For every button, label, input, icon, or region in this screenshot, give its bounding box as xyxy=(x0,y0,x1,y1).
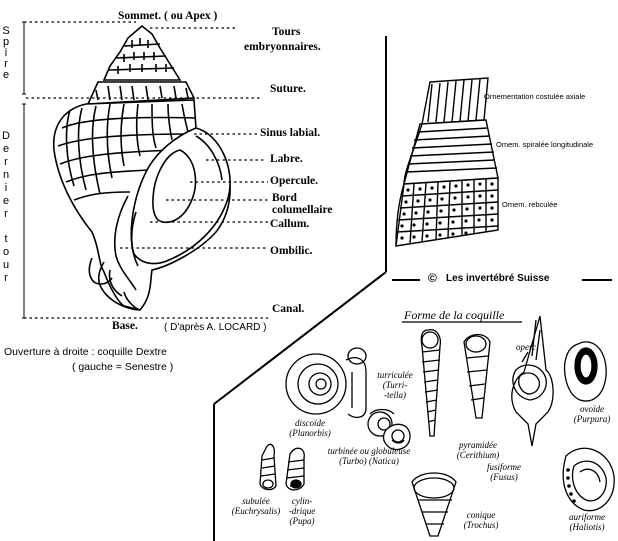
reticulate-ornament-label: Omem. rebculée xyxy=(502,200,558,209)
labial-sinus-label: Sinus labial. xyxy=(260,127,321,139)
columellar-edge-label-1: Bord xyxy=(272,192,297,204)
sinistral-note: ( gauche = Senestre ) xyxy=(72,361,174,373)
discoide-label: discoïde(Planorbis) xyxy=(289,418,331,438)
ornamentation-fragment xyxy=(395,77,499,247)
reticulate-dots xyxy=(400,182,494,240)
globuleuse-shell xyxy=(382,423,411,451)
outer-lip-label: Labre. xyxy=(270,153,303,165)
spiral-ornament-label: Omem. spiralée longitudinale xyxy=(496,140,594,149)
copyright-text: Les invertébré Suisse xyxy=(446,273,550,284)
fusiforme-shell xyxy=(511,315,554,447)
leader-lines xyxy=(24,21,268,319)
operculum-small-label: operc. xyxy=(516,342,539,352)
canal-label: Canal. xyxy=(272,303,305,315)
auriforme-label: auriforme(Haliotis) xyxy=(569,512,605,532)
umbilicus-label: Ombilic. xyxy=(270,245,313,257)
embryonic-whorls-label-1: Tours xyxy=(272,26,301,38)
haliotis-pores xyxy=(566,468,576,503)
operculum-label: Opercule. xyxy=(270,175,319,187)
turriculee-label: turriculée(Turri--tella) xyxy=(377,370,413,400)
suture-label: Suture. xyxy=(270,83,306,95)
auriforme-shell xyxy=(562,447,615,512)
source-credit: ( D'après A. LOCARD ) xyxy=(164,322,267,333)
panel-dividers xyxy=(213,36,612,541)
conique-shell xyxy=(411,472,457,537)
pyramidee-label: pyramidée(Cerithium) xyxy=(456,440,500,460)
subulee-label: subulée(Euchrysalis) xyxy=(231,496,281,516)
apex-label: Sommet. ( ou Apex ) xyxy=(118,10,218,22)
axial-ornament-label: Ornementation costulée axiale xyxy=(484,92,586,101)
embryonic-whorls-label-2: embryonnaires. xyxy=(244,41,321,53)
columellar-edge-label-2: columellaire xyxy=(272,204,333,216)
pyramidee-shell xyxy=(463,333,491,419)
whorl-brackets xyxy=(22,21,26,319)
cylindrique-label: cylin--drique(Pupa) xyxy=(288,496,316,526)
turbinee-label: turbinée ou globuleuse(Turbo) (Natica) xyxy=(327,446,411,466)
conique-label: conique(Trochus) xyxy=(463,510,499,530)
callum-label: Callum. xyxy=(270,218,310,230)
copyright-symbol: © xyxy=(428,271,437,285)
cylindrique-shell xyxy=(285,447,305,491)
dextral-note: Ouverture à droite : coquille Dextre xyxy=(4,346,167,358)
anatomy-shell-drawing xyxy=(52,24,231,311)
discoide-shell xyxy=(285,347,367,419)
ovoide-label: ovoïde(Purpura) xyxy=(573,404,611,424)
turriculee-shell xyxy=(420,329,442,437)
ovoide-shell xyxy=(563,341,607,402)
fusiforme-label: fusiforme(Fusus) xyxy=(486,462,521,482)
base-label: Base. xyxy=(112,320,138,332)
subulee-shell xyxy=(259,443,277,491)
forms-title: Forme de la coquille xyxy=(404,308,505,322)
shell-forms xyxy=(259,315,615,537)
